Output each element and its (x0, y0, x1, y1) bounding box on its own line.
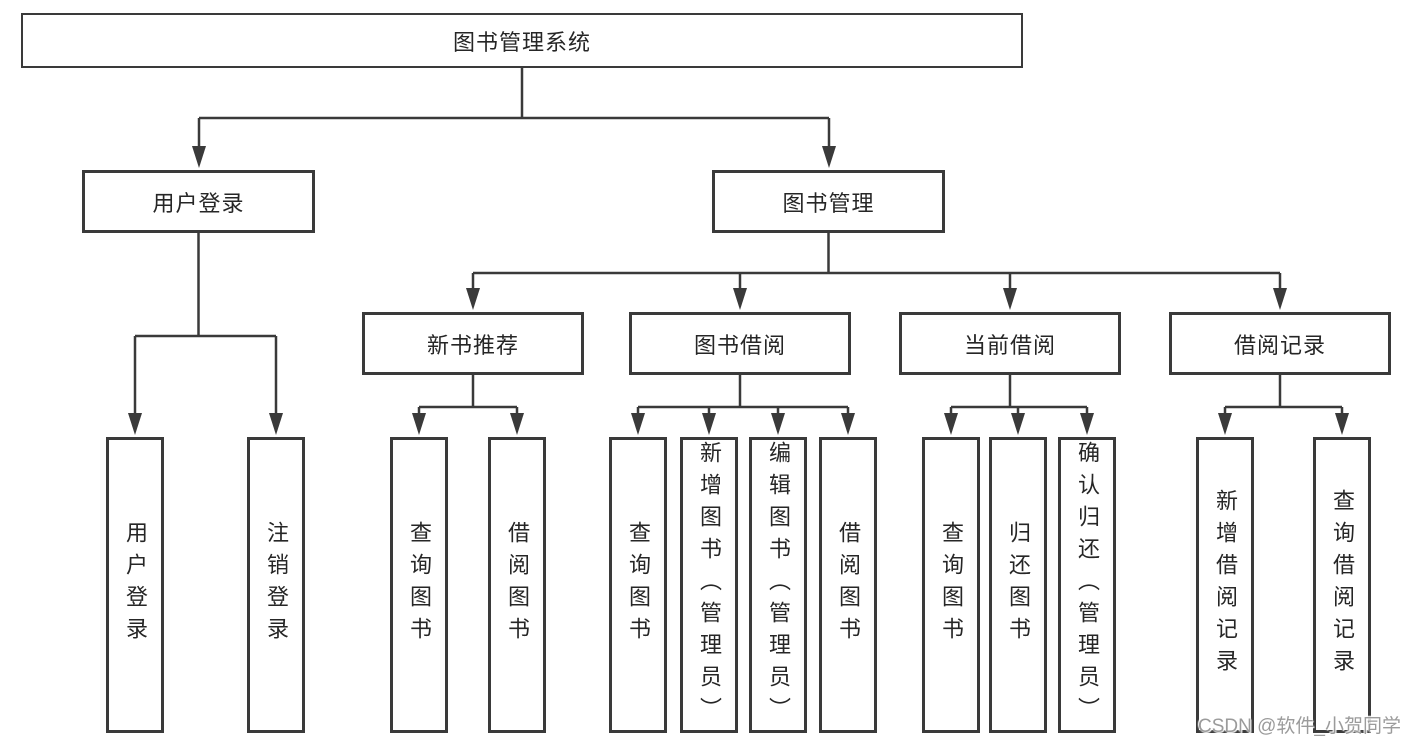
connector-current-borrowing-children (944, 375, 1094, 435)
node-leaf-user-login: 用户登录 (106, 437, 164, 733)
node-book-management-label: 图书管理 (782, 190, 875, 216)
node-leaf-label: 借阅图书 (836, 521, 861, 649)
node-root-label: 图书管理系统 (452, 29, 591, 55)
node-leaf-query-books-current: 查询图书 (922, 437, 980, 733)
node-leaf-query-books-borrowing: 查询图书 (609, 437, 667, 733)
node-new-book-recommend-label: 新书推荐 (426, 332, 519, 358)
node-book-borrowing-label: 图书借阅 (693, 332, 786, 358)
node-leaf-add-borrow-record: 新增借阅记录 (1196, 437, 1254, 733)
node-leaf-borrow-books-recommend: 借阅图书 (488, 437, 546, 733)
connector-borrowing-records-children (1218, 375, 1349, 435)
node-borrowing-records-label: 借阅记录 (1233, 332, 1326, 358)
node-leaf-label: 编辑图书（管理员） (766, 441, 791, 729)
node-current-borrowing: 当前借阅 (899, 312, 1121, 375)
node-leaf-label: 查询图书 (407, 521, 432, 649)
node-leaf-borrow-books-borrowing: 借阅图书 (819, 437, 877, 733)
node-leaf-label: 确认归还（管理员） (1075, 441, 1100, 729)
node-root: 图书管理系统 (21, 13, 1023, 68)
node-book-management: 图书管理 (712, 170, 945, 233)
node-leaf-edit-books-admin: 编辑图书（管理员） (749, 437, 807, 733)
node-leaf-label: 归还图书 (1006, 521, 1031, 649)
node-leaf-label: 查询图书 (626, 521, 651, 649)
node-leaf-logout: 注销登录 (247, 437, 305, 733)
connector-book-borrowing-children (631, 375, 855, 435)
connector-new-book-children (412, 375, 524, 435)
node-leaf-label: 查询图书 (939, 521, 964, 649)
csdn-watermark: CSDN @软件_小贺同学 (1198, 716, 1401, 737)
node-leaf-label: 注销登录 (264, 521, 289, 649)
node-leaf-query-books-recommend: 查询图书 (390, 437, 448, 733)
node-leaf-label: 用户登录 (123, 521, 148, 649)
connector-book-management-children (466, 233, 1287, 310)
node-leaf-label: 新增借阅记录 (1213, 489, 1238, 681)
node-leaf-query-borrow-record: 查询借阅记录 (1313, 437, 1371, 733)
node-current-borrowing-label: 当前借阅 (963, 332, 1056, 358)
node-leaf-label: 新增图书（管理员） (697, 441, 722, 729)
connector-user-login-children (128, 233, 283, 435)
node-book-borrowing: 图书借阅 (629, 312, 851, 375)
connector-root-to-level2 (192, 68, 836, 168)
node-leaf-confirm-return-admin: 确认归还（管理员） (1058, 437, 1116, 733)
node-user-login: 用户登录 (82, 170, 315, 233)
node-new-book-recommend: 新书推荐 (362, 312, 584, 375)
node-leaf-add-books-admin: 新增图书（管理员） (680, 437, 738, 733)
node-borrowing-records: 借阅记录 (1169, 312, 1391, 375)
node-user-login-label: 用户登录 (152, 190, 245, 216)
node-leaf-return-books: 归还图书 (989, 437, 1047, 733)
node-leaf-label: 借阅图书 (505, 521, 530, 649)
node-leaf-label: 查询借阅记录 (1330, 489, 1355, 681)
